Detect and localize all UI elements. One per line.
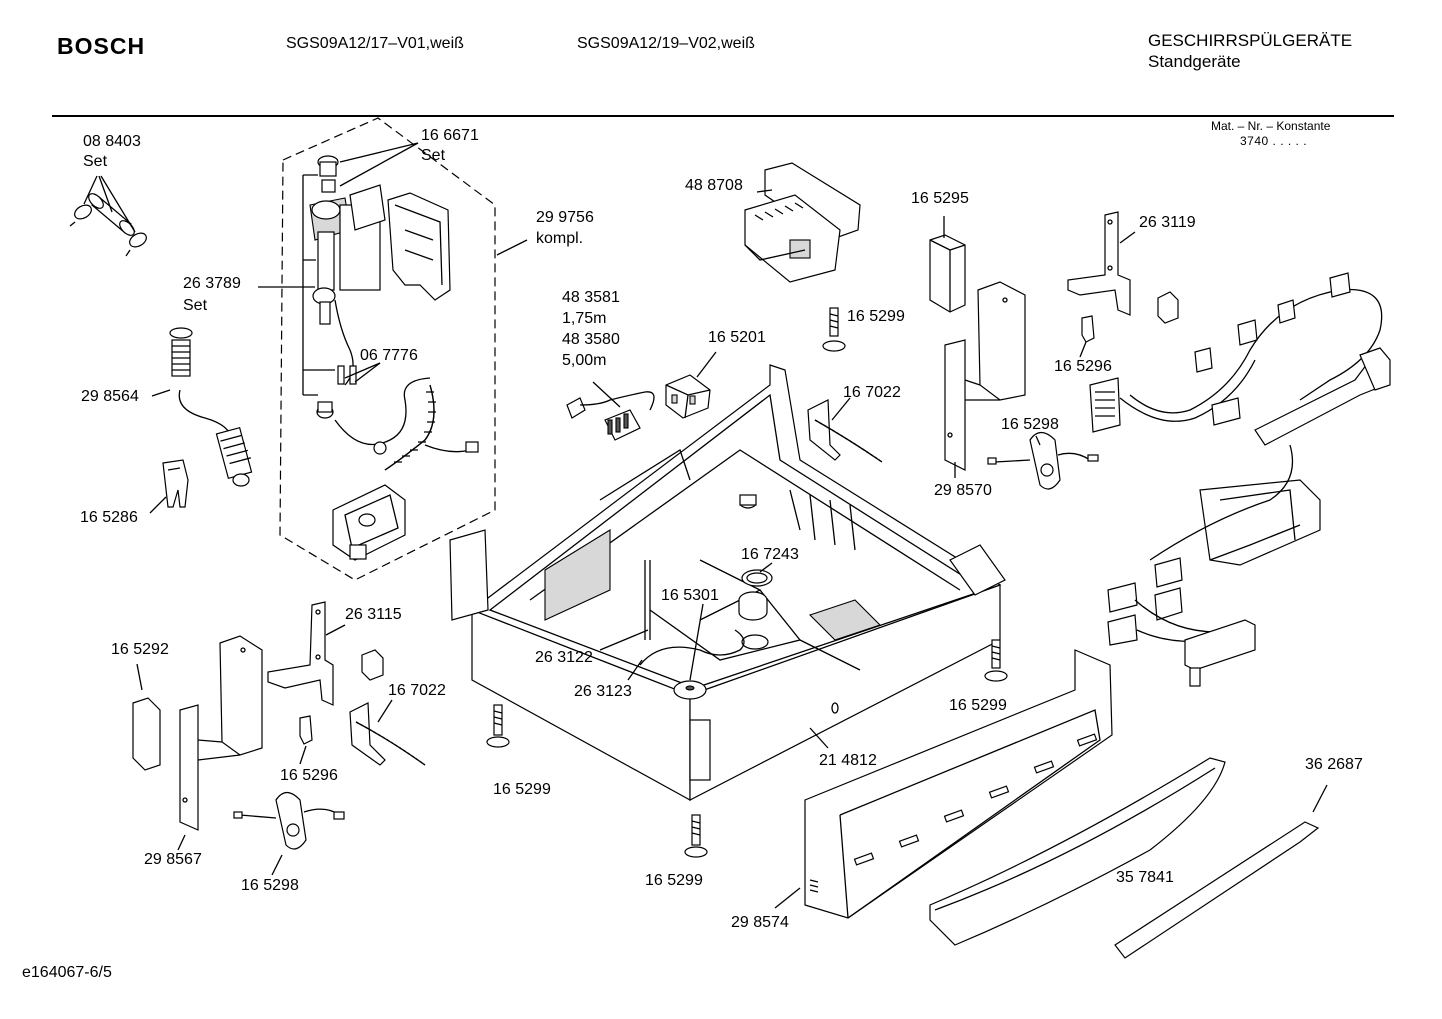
label-299756-note: kompl. <box>536 230 583 247</box>
side-panel-part <box>944 281 1026 471</box>
relay-bracket-left-part <box>267 601 384 706</box>
label-483580-len: 5,00m <box>562 352 606 369</box>
label-263789-note: Set <box>183 297 208 314</box>
label-357841: 35 7841 <box>1116 869 1174 886</box>
label-165286: 16 5286 <box>80 509 138 526</box>
seal-strip-part <box>1114 821 1320 959</box>
label-299756: 29 9756 <box>536 209 594 226</box>
label-483581: 48 3581 <box>562 289 620 306</box>
foot-screw-part <box>822 307 846 352</box>
connector-block-part <box>665 374 711 419</box>
foot-screw-b-part <box>486 704 510 748</box>
clip-part <box>162 459 189 508</box>
drawing-id: e164067-6/5 <box>22 964 112 981</box>
hose-clamp-set-part <box>69 193 147 257</box>
bracket-part <box>929 234 966 313</box>
label-165292: 16 5292 <box>111 641 169 658</box>
label-298567: 29 8567 <box>144 851 202 868</box>
label-166671-note: Set <box>421 147 446 164</box>
drain-hose-part <box>334 377 479 471</box>
cover-clip-part <box>132 697 161 771</box>
foot-screw-d-part <box>684 814 708 858</box>
constant-label: Mat. – Nr. – Konstante <box>1211 119 1331 133</box>
clip-small-left-part <box>299 715 313 745</box>
label-483580: 48 3580 <box>562 331 620 348</box>
label-165201: 16 5201 <box>708 329 766 346</box>
brand-logo: BOSCH <box>57 33 146 59</box>
label-165295: 16 5295 <box>911 190 969 207</box>
door-spring-part <box>807 399 883 463</box>
label-067776: 06 7776 <box>360 347 418 364</box>
label-263122: 26 3122 <box>535 649 593 666</box>
relay-bracket-part <box>1067 211 1179 343</box>
label-165296-a: 16 5296 <box>1054 358 1112 375</box>
foot-screw-c-part <box>984 639 1008 682</box>
plinth-strip-part <box>929 757 1226 946</box>
label-214812: 21 4812 <box>819 752 877 769</box>
label-165298-a: 16 5298 <box>1001 416 1059 433</box>
door-spring-left-part <box>349 702 426 766</box>
header-rule <box>52 115 1394 117</box>
control-module-part <box>744 162 861 283</box>
label-166671: 16 6671 <box>421 127 479 144</box>
label-165299-d: 16 5299 <box>645 872 703 889</box>
base-tub-part <box>449 364 1006 802</box>
label-263123: 26 3123 <box>574 683 632 700</box>
label-362687: 36 2687 <box>1305 756 1363 773</box>
label-165299-c: 16 5299 <box>949 697 1007 714</box>
side-panel-left-part <box>179 635 263 831</box>
aquastop-box-part <box>332 484 406 561</box>
label-165296-b: 16 5296 <box>280 767 338 784</box>
label-165299-a: 16 5299 <box>847 308 905 325</box>
label-263789: 26 3789 <box>183 275 241 292</box>
label-167022-a: 16 7022 <box>843 384 901 401</box>
label-167022-b: 16 7022 <box>388 682 446 699</box>
plinth-panel-part <box>804 649 1113 919</box>
seal-ring-part <box>738 569 773 650</box>
label-165298-b: 16 5298 <box>241 877 299 894</box>
corrugated-hose-part <box>169 327 253 487</box>
kit-outline <box>279 117 496 581</box>
label-263119: 26 3119 <box>1139 214 1196 231</box>
label-165301: 16 5301 <box>661 587 719 604</box>
constant-value: 3740 . . . . . <box>1240 134 1308 148</box>
float-switch-part <box>639 560 745 700</box>
model-number-2: SGS09A12/19–V02,weiß <box>577 35 755 52</box>
temperature-sensor-left-part <box>233 791 345 850</box>
label-088403: 08 8403 <box>83 133 141 150</box>
label-298574: 29 8574 <box>731 914 789 931</box>
wiring-harness-part <box>1089 272 1391 687</box>
temperature-sensor-part <box>987 431 1099 490</box>
interference-cable-part <box>566 391 655 441</box>
inlet-valve-part <box>309 155 386 419</box>
category-title: GESCHIRRSPÜLGERÄTE <box>1148 31 1353 50</box>
label-483581-len: 1,75m <box>562 310 606 327</box>
label-263115: 26 3115 <box>345 606 402 623</box>
label-298570: 29 8570 <box>934 482 992 499</box>
subcategory-title: Standgeräte <box>1148 52 1241 71</box>
model-number-1: SGS09A12/17–V01,weiß <box>286 35 464 52</box>
label-165299-b: 16 5299 <box>493 781 551 798</box>
label-088403-note: Set <box>83 153 108 170</box>
label-298564: 29 8564 <box>81 388 139 405</box>
label-167243: 16 7243 <box>741 546 799 563</box>
label-488708: 48 8708 <box>685 177 743 194</box>
